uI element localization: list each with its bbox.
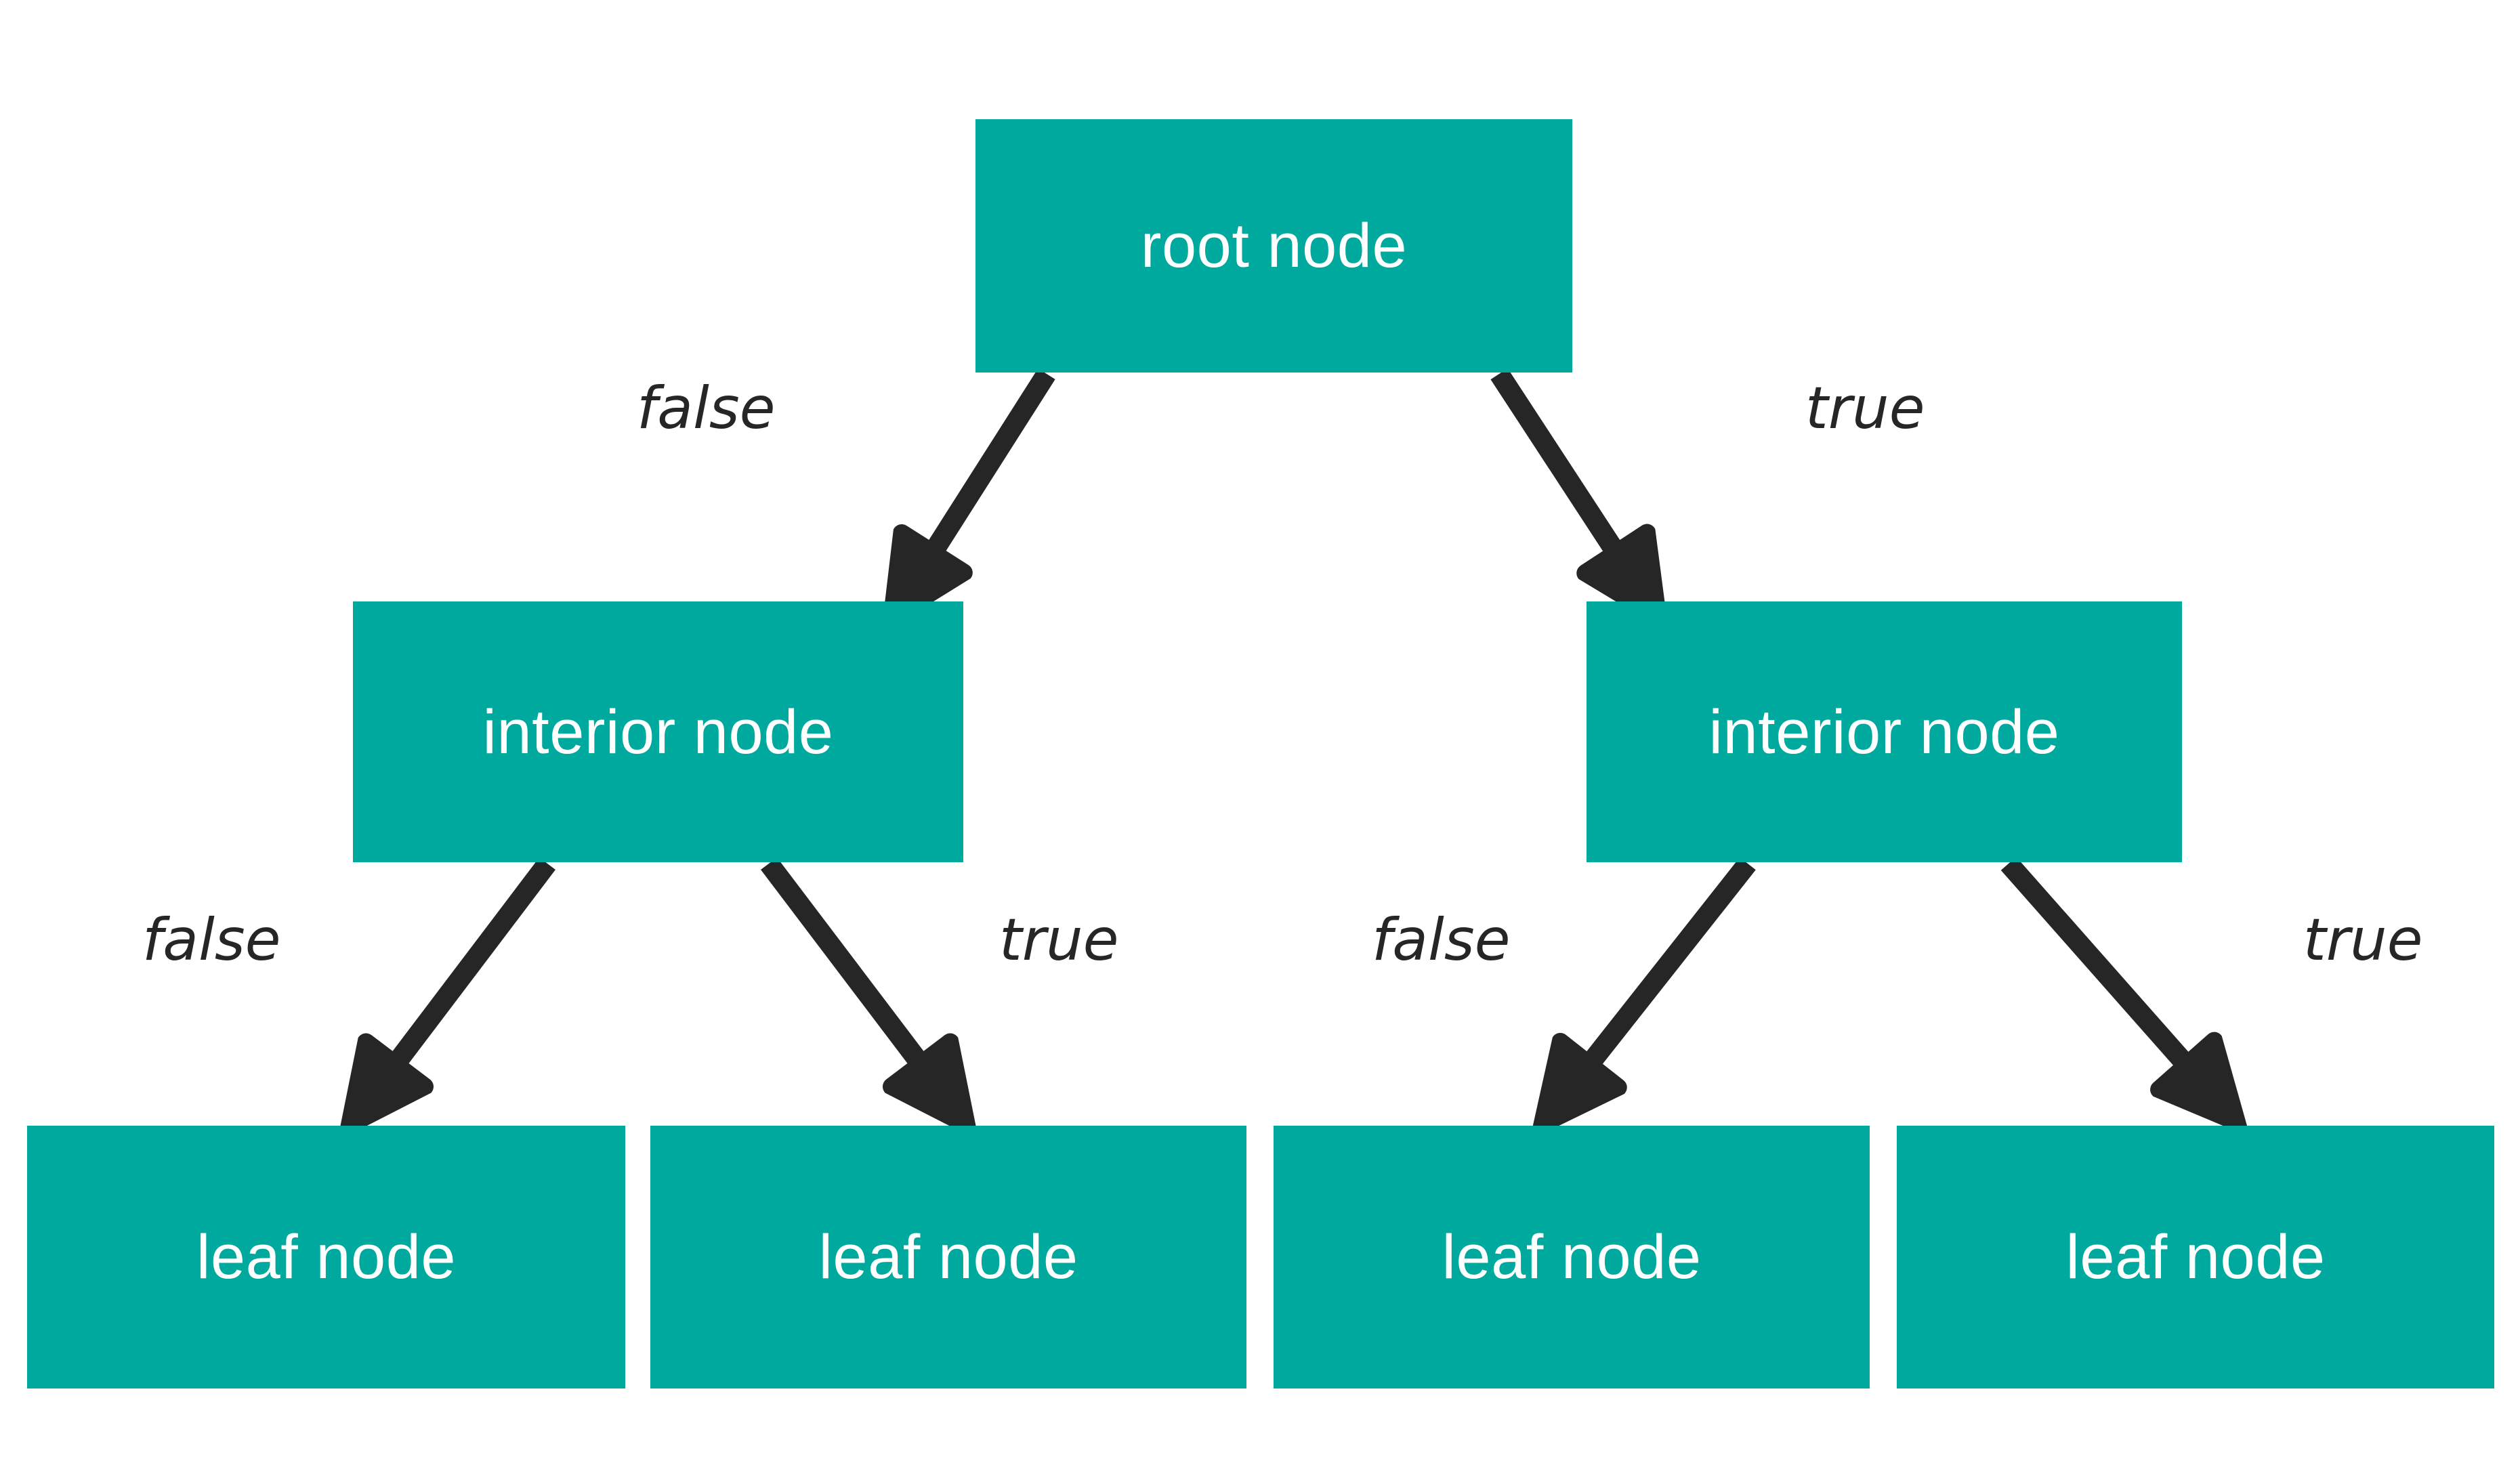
node-leaf-4-label: leaf node — [2065, 1223, 2326, 1292]
node-leaf-1[interactable]: leaf node — [27, 1126, 625, 1388]
edge-label-interior-right-true: true — [2303, 906, 2423, 974]
edge-interior-r-false — [1532, 857, 1756, 1135]
edge-interior-l-true — [761, 857, 977, 1136]
edge-interior-r-true — [2000, 857, 2248, 1133]
edge-label-root-false: false — [637, 375, 776, 442]
node-leaf-3[interactable]: leaf node — [1274, 1126, 1870, 1388]
edge-root-false — [882, 368, 1055, 628]
node-leaf-1-label: leaf node — [196, 1223, 457, 1292]
node-leaf-4[interactable]: leaf node — [1897, 1126, 2494, 1388]
edge-root-true — [1490, 368, 1668, 628]
node-root-label: root node — [1140, 211, 1408, 280]
edge-interior-l-false — [339, 857, 555, 1136]
node-interior-right[interactable]: interior node — [1587, 601, 2182, 862]
node-interior-left-label: interior node — [482, 697, 834, 767]
node-leaf-2-label: leaf node — [818, 1223, 1078, 1292]
node-interior-right-label: interior node — [1708, 697, 2060, 767]
node-leaf-2[interactable]: leaf node — [650, 1126, 1246, 1388]
node-leaf-3-label: leaf node — [1442, 1223, 1702, 1292]
edge-label-root-true: true — [1805, 375, 1925, 442]
edge-label-interior-left-false: false — [142, 906, 281, 974]
edge-label-interior-left-true: true — [999, 906, 1119, 974]
node-interior-left[interactable]: interior node — [353, 601, 963, 862]
node-root[interactable]: root node — [975, 119, 1572, 373]
edge-label-interior-right-false: false — [1372, 906, 1511, 974]
